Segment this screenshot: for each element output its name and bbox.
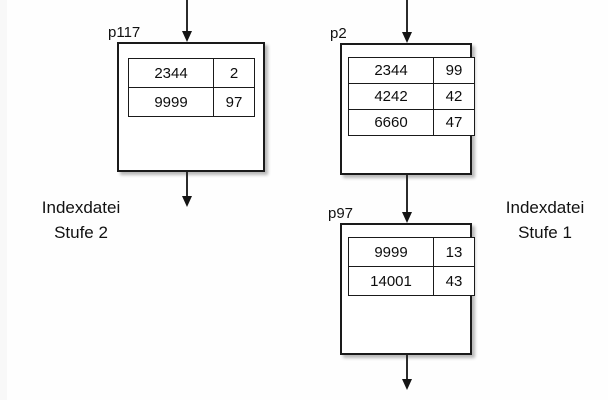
caption-left-line2: Stufe 2 [54,222,108,242]
node-label-p117: p117 [108,24,141,41]
cell-pointer: 99 [433,57,475,84]
cell-pointer: 47 [433,109,475,136]
cell-pointer: 13 [433,237,475,267]
arrow-down-icon [402,212,412,223]
arrow-down-icon [182,31,192,42]
cell-key: 6660 [348,109,434,136]
caption-right-line1: Indexdatei [505,198,585,217]
node-label-p97: p97 [328,205,354,222]
arrow-down-icon [182,196,192,207]
table-row[interactable]: 4242 42 [348,83,475,110]
arrow-shaft [406,0,408,33]
cell-key: 4242 [348,83,434,110]
cell-key: 9999 [348,237,434,267]
table-row[interactable]: 14001 43 [348,266,475,296]
arrow-down-icon [402,379,412,390]
cell-key: 14001 [348,266,434,296]
node-label-p2: p2 [330,25,347,42]
arrow-out-of-p117 [182,172,192,210]
table-row[interactable]: 6660 47 [348,109,475,136]
cell-key: 9999 [128,87,214,117]
arrow-shaft [406,175,408,213]
caption-right-line2: Stufe 1 [518,222,572,242]
table-row[interactable]: 9999 97 [128,87,255,117]
entry-table-p2: 2344 99 4242 42 6660 47 [348,57,475,136]
caption-right: Indexdatei Stufe 1 [489,196,601,245]
cell-key: 2344 [128,58,214,88]
arrow-into-p117 [182,0,192,43]
cell-key: 2344 [348,57,434,84]
entry-table-p117: 2344 2 9999 97 [128,58,255,117]
arrow-shaft [406,355,408,380]
cell-pointer: 42 [433,83,475,110]
arrow-shaft [186,0,188,32]
table-row[interactable]: 2344 99 [348,57,475,84]
cell-pointer: 2 [213,58,255,88]
caption-left: Indexdatei Stufe 2 [14,196,148,245]
arrow-out-of-p97 [402,355,412,393]
left-edge-strip [0,0,7,400]
arrow-shaft [186,172,188,197]
arrow-down-icon [402,32,412,43]
table-row[interactable]: 9999 13 [348,237,475,267]
cell-pointer: 97 [213,87,255,117]
cell-pointer: 43 [433,266,475,296]
arrow-into-p2 [402,0,412,44]
entry-table-p97: 9999 13 14001 43 [348,237,475,296]
arrow-p2-to-p97 [402,175,412,224]
table-row[interactable]: 2344 2 [128,58,255,88]
caption-left-line1: Indexdatei [41,198,121,217]
